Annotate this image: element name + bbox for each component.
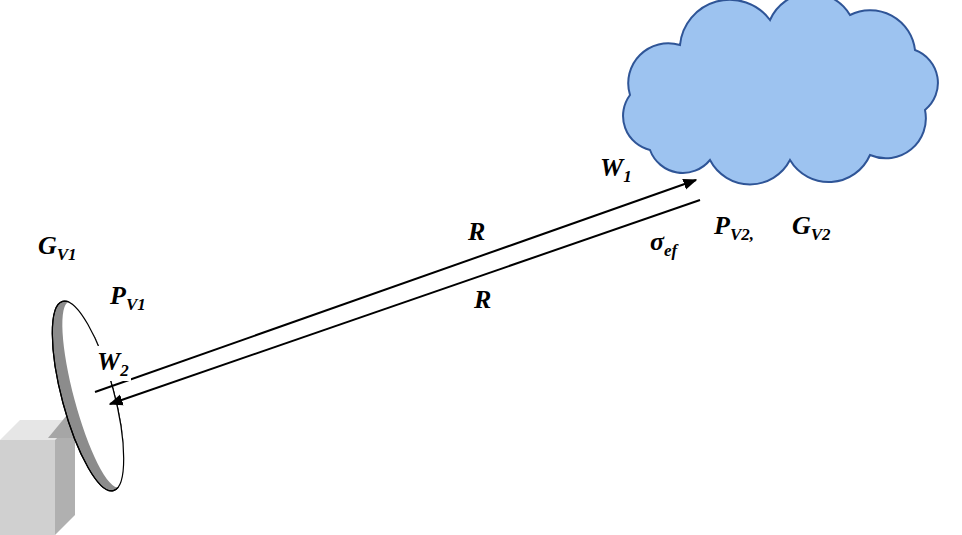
range-label: R bbox=[466, 216, 487, 251]
gain-label: GV2 bbox=[790, 210, 833, 245]
power-label: PV2, bbox=[712, 210, 756, 245]
density-label: W2 bbox=[95, 346, 131, 381]
radar-dish bbox=[38, 295, 139, 498]
density-label: W1 bbox=[598, 152, 634, 187]
echo-ray bbox=[110, 200, 700, 404]
housing-front bbox=[0, 440, 55, 535]
cross-section-label: σef bbox=[648, 226, 679, 261]
transmit-ray bbox=[95, 180, 696, 392]
gain-label: GV1 bbox=[36, 230, 79, 265]
target-cloud bbox=[623, 0, 938, 184]
range-label: R bbox=[472, 284, 493, 319]
power-label: PV1 bbox=[108, 280, 148, 315]
